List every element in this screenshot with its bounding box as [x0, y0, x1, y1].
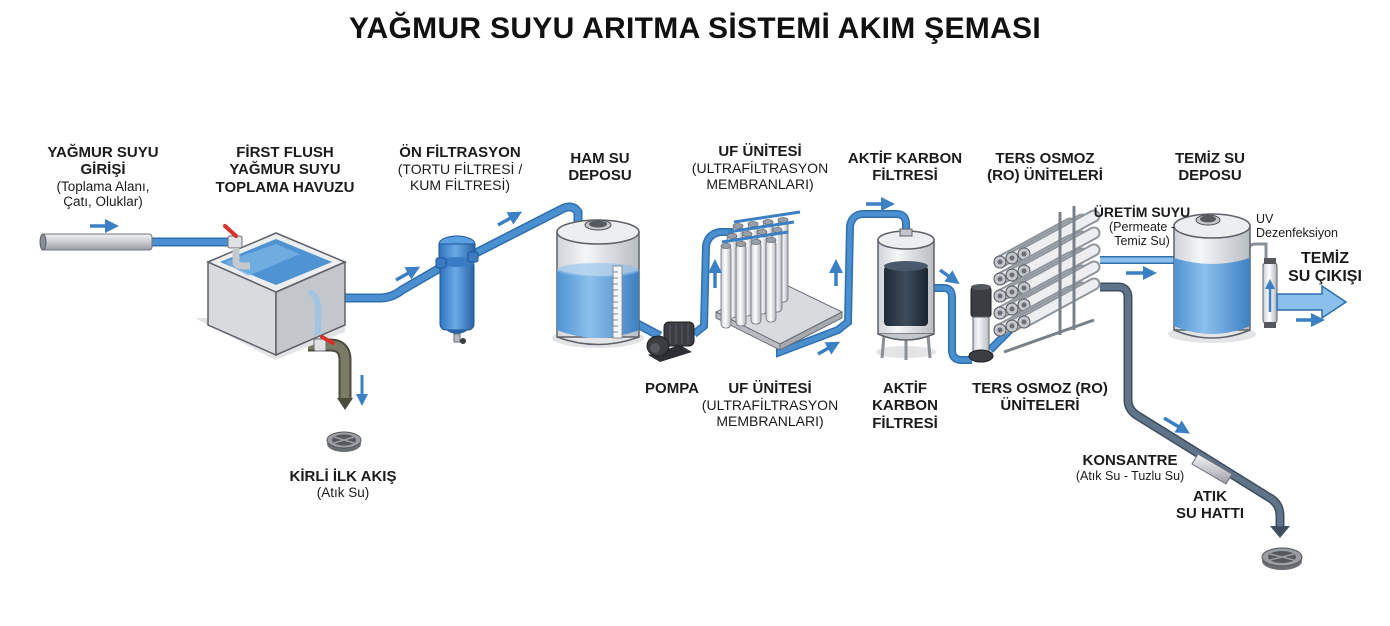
rain-inlet-title-2: GİRİŞİ	[80, 161, 126, 179]
label-clean-outlet: TEMİZ SU ÇIKIŞI	[1280, 250, 1370, 287]
flow-arrows	[90, 197, 1191, 434]
label-first-flush: FİRST FLUSH YAĞMUR SUYU TOPLAMA HAVUZU	[200, 144, 370, 196]
carbon-bottom-title-1: AKTİF	[882, 380, 928, 397]
diagram-title: YAĞMUR SUYU ARITMA SİSTEMİ AKIM ŞEMASI	[349, 12, 1041, 45]
label-uf-top: UF ÜNİTESİ (ULTRAFİLTRASYON MEMBRANLARI)	[680, 143, 840, 192]
pump	[646, 321, 695, 362]
ro-top-title-2: (RO) ÜNİTELERİ	[987, 167, 1103, 185]
pre-filtration-title: ÖN FİLTRASYON	[399, 144, 521, 161]
pipe-flush-to-filter	[333, 264, 443, 303]
label-permeate: ÜRETİM SUYU (Permeate - Temiz Su)	[1086, 204, 1198, 249]
uf-header-pipe	[727, 220, 795, 234]
pre-filtration-subtitle-1: (TORTU FİLTRESİ /	[397, 161, 523, 178]
flow-arrow-icon	[395, 266, 421, 282]
rain-inlet-subtitle-1: (Toplama Alanı,	[56, 178, 150, 194]
uv-title: UV	[1256, 212, 1274, 226]
drain-grate-icon	[1261, 547, 1303, 570]
first-flush-drain	[326, 375, 368, 452]
label-first-flush-waste: KİRLİ İLK AKIŞ (Atık Su)	[268, 468, 418, 501]
carbon-filter	[876, 228, 936, 360]
label-uv: UV Dezenfeksiyon	[1256, 212, 1356, 241]
clean-outlet-arrow	[1276, 284, 1348, 327]
label-clean-tank: TEMİZ SU DEPOSU	[1155, 150, 1265, 185]
first-flush-tank	[195, 224, 347, 360]
carbon-bottom-title-3: FİLTRESİ	[872, 414, 938, 432]
waste-line-title-1: ATIK	[1193, 488, 1227, 505]
concentrate-title: KONSANTRE	[1082, 452, 1178, 469]
uf-membrane-rack	[714, 210, 844, 351]
carbon-top-title-2: FİLTRESİ	[872, 167, 938, 185]
label-carbon-top: AKTİF KARBON FİLTRESİ	[835, 150, 975, 185]
drain-grate-icon	[326, 431, 362, 452]
clean-outlet-title-2: SU ÇIKIŞI	[1288, 268, 1362, 286]
permeate-subtitle-2: Temiz Su)	[1114, 234, 1170, 249]
raw-tank-title-2: DEPOSU	[568, 167, 632, 185]
rain-inlet-pipe	[39, 233, 153, 251]
label-raw-water-tank: HAM SU DEPOSU	[545, 150, 655, 185]
first-flush-title-1: FİRST FLUSH	[236, 144, 334, 161]
clean-tank-title-1: TEMİZ SU	[1175, 150, 1245, 167]
carbon-bottom-title-2: KARBON	[872, 397, 938, 415]
flow-arrow-icon	[938, 268, 960, 285]
ro-bottom-title-1: TERS OSMOZ (RO)	[972, 380, 1108, 397]
label-carbon-bottom: AKTİF KARBON FİLTRESİ	[860, 380, 950, 432]
waste-line-fitting	[1191, 453, 1303, 570]
first-flush-waste-title: KİRLİ İLK AKIŞ	[289, 468, 397, 485]
clean-tank-title-2: DEPOSU	[1178, 167, 1242, 185]
uf-bottom-subtitle-1: (ULTRAFİLTRASYON	[701, 397, 839, 414]
ro-top-title-1: TERS OSMOZ	[995, 150, 1095, 167]
flow-arrow-icon	[497, 211, 523, 227]
first-flush-title-3: TOPLAMA HAVUZU	[215, 178, 355, 196]
label-uf-bottom: UF ÜNİTESİ (ULTRAFİLTRASYON MEMBRANLARI)	[690, 380, 850, 429]
clean-water-tank	[1168, 213, 1256, 343]
rain-inlet-subtitle-2: Çatı, Oluklar)	[63, 194, 143, 210]
uf-bottom-title: UF ÜNİTESİ	[728, 380, 812, 397]
flow-arrow-icon	[1163, 416, 1191, 434]
ro-bottom-title-2: ÜNİTELERİ	[1000, 397, 1080, 415]
uf-top-subtitle-2: MEMBRANLARI)	[706, 176, 814, 193]
flow-arrow-icon	[817, 341, 841, 356]
pipes	[145, 202, 1285, 528]
pre-filter-housing	[435, 235, 479, 344]
carbon-top-title-1: AKTİF KARBON	[847, 150, 963, 167]
label-pump: POMPA	[632, 380, 712, 397]
ro-membrane-rack	[993, 206, 1101, 354]
uf-header-pipe	[721, 230, 789, 244]
waste-line-title-2: SU HATTI	[1175, 505, 1245, 523]
raw-tank-title-1: HAM SU	[570, 150, 630, 167]
uf-top-title: UF ÜNİTESİ	[718, 143, 802, 160]
uv-subtitle: Dezenfeksiyon	[1256, 226, 1338, 241]
uf-membrane-tube	[750, 239, 762, 325]
raw-water-tank	[552, 219, 644, 348]
rain-inlet-title-1: YAĞMUR SUYU	[47, 144, 159, 161]
uf-membrane-tube	[720, 243, 732, 329]
label-concentrate: KONSANTRE (Atık Su - Tuzlu Su)	[1060, 452, 1200, 484]
label-rain-inlet: YAĞMUR SUYU GİRİŞİ (Toplama Alanı, Çatı,…	[28, 144, 178, 210]
permeate-subtitle-1: (Permeate -	[1109, 220, 1175, 235]
label-pre-filtration: ÖN FİLTRASYON (TORTU FİLTRESİ / KUM FİLT…	[380, 144, 540, 193]
first-flush-waste-subtitle: (Atık Su)	[316, 485, 370, 501]
clean-outlet-title-1: TEMİZ	[1301, 250, 1349, 267]
permeate-title: ÜRETİM SUYU	[1093, 204, 1191, 220]
uf-membrane-tube	[765, 237, 777, 323]
label-ro-top: TERS OSMOZ (RO) ÜNİTELERİ	[975, 150, 1115, 185]
label-ro-bottom: TERS OSMOZ (RO) ÜNİTELERİ	[965, 380, 1115, 415]
pump-title: POMPA	[645, 380, 699, 397]
uf-membrane-tube	[735, 241, 747, 327]
uv-disinfection-unit	[1262, 258, 1278, 328]
first-flush-title-2: YAĞMUR SUYU	[229, 161, 341, 179]
uf-bottom-subtitle-2: MEMBRANLARI)	[716, 413, 824, 430]
ro-pump	[968, 284, 994, 363]
uf-header-pipe	[733, 210, 801, 224]
uf-top-subtitle-1: (ULTRAFİLTRASYON	[691, 160, 829, 177]
label-waste-line: ATIK SU HATTI	[1170, 488, 1250, 523]
concentrate-subtitle: (Atık Su - Tuzlu Su)	[1075, 469, 1185, 484]
pre-filtration-subtitle-2: KUM FİLTRESİ)	[409, 177, 511, 194]
